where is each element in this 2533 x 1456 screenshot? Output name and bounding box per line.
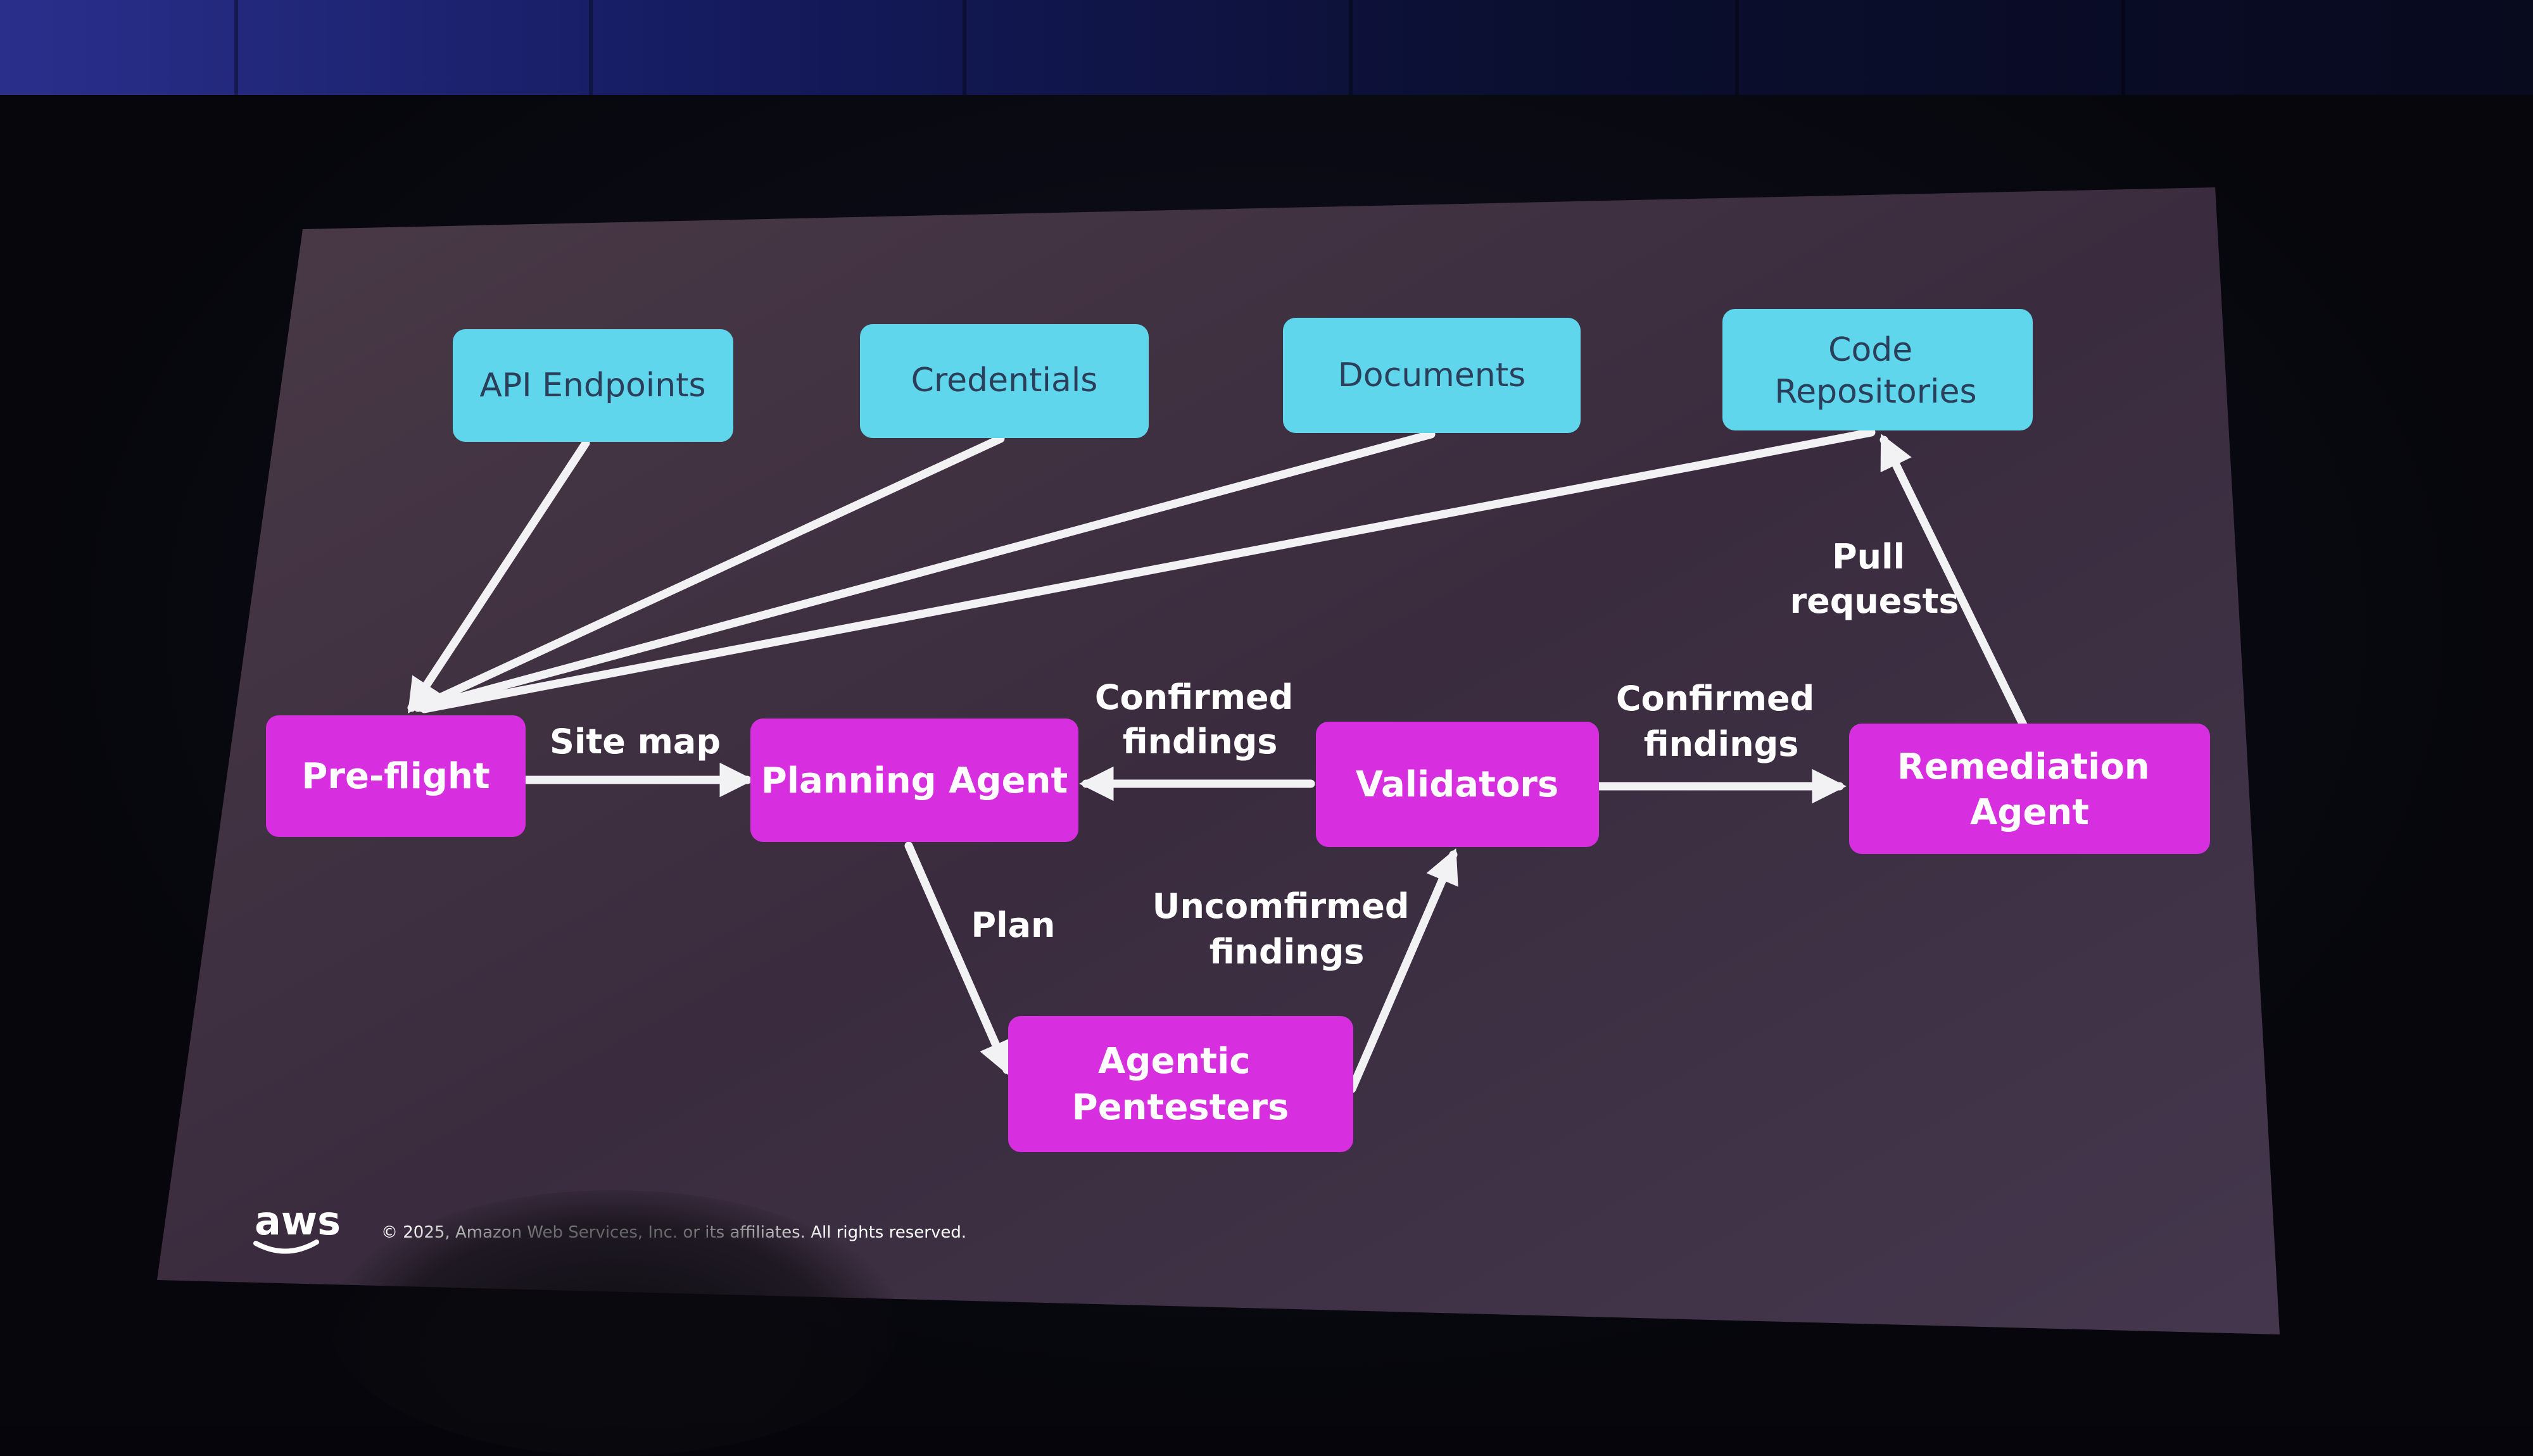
audience-head-silhouette [329,1190,899,1456]
ceiling-panels [0,0,2533,95]
dark-auditorium [0,95,2533,1424]
